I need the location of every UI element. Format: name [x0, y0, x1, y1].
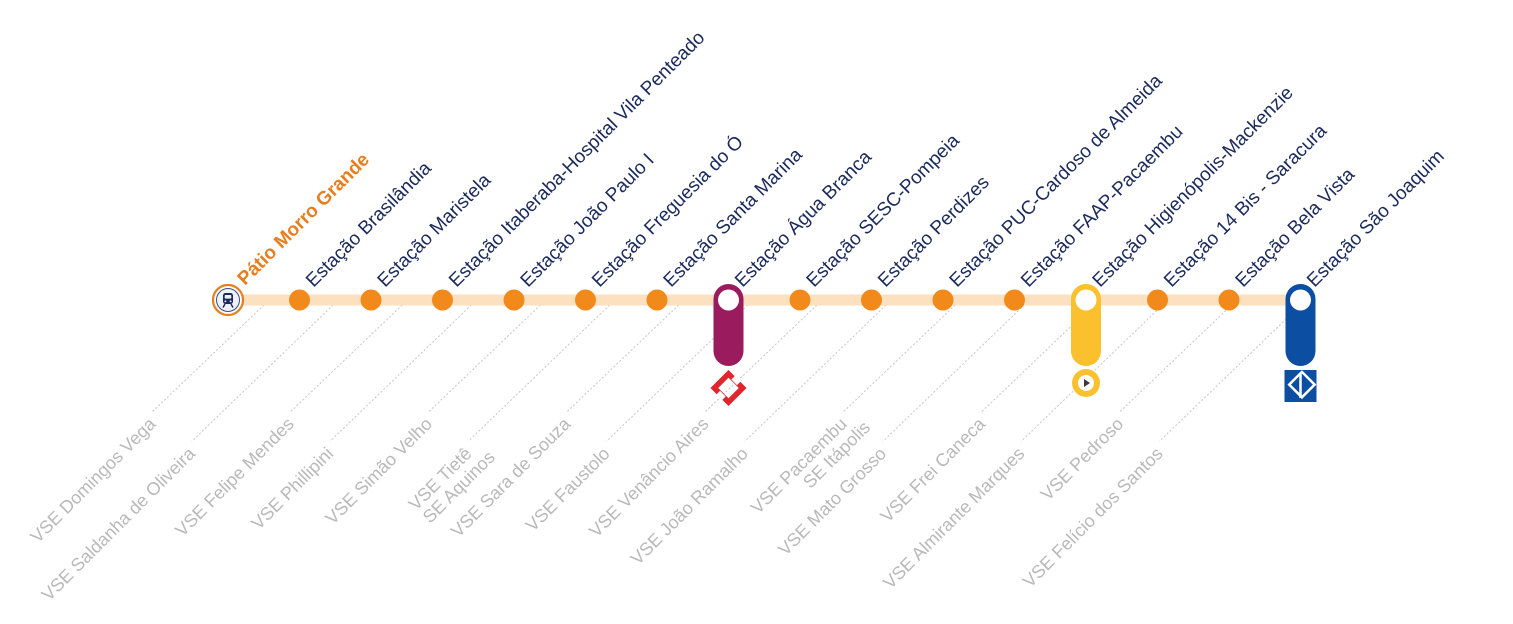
station-dot-13: [1147, 289, 1168, 311]
shaft-leader-3: [290, 304, 403, 413]
station-label-3: Estação Itaberaba-Hospital Vila Penteado: [445, 27, 709, 291]
station-markers: [211, 283, 1240, 317]
shaft-leader-14: [1020, 304, 1163, 442]
station-label-6: Estação Santa Marina: [660, 144, 807, 291]
shaft-leader-4: [329, 304, 472, 442]
station-dot-1: [289, 289, 310, 311]
shaft-label-14: VSE Almirante Marques: [879, 443, 1028, 592]
station-dot-3: [432, 289, 453, 311]
station-dot-8: [789, 289, 811, 311]
shaft-leader-2: [191, 304, 334, 442]
depot-marker: [211, 283, 245, 317]
shaft-leader-7: [566, 304, 680, 413]
cptm-diamond-icon: [710, 369, 747, 407]
station-label-1: Estação Brasilândia: [302, 158, 436, 292]
station-label-14: Estação Bela Vista: [1232, 164, 1360, 292]
train-depot-icon: [222, 293, 234, 308]
station-dot-6: [646, 289, 668, 311]
shaft-label-10: VSE João Ramalho: [627, 443, 752, 568]
station-label-7: Estação Água Branca: [731, 146, 876, 291]
shaft-label-3: VSE Felipe Mendes: [171, 414, 298, 541]
shaft-label-9: VSE Venâncio Aires: [585, 414, 712, 541]
station-label-4: Estação João Paulo I: [517, 150, 659, 292]
shaft-label-line: VSE João Ramalho: [627, 443, 752, 568]
transfer-station-7: [710, 284, 747, 407]
station-label-15: Estação São Joaquim: [1303, 146, 1449, 292]
station-dot-2: [360, 289, 382, 311]
station-dot-14: [1218, 289, 1240, 311]
shaft-label-line: VSE Domingos Vega: [27, 413, 161, 547]
shaft-label-line: VSE Felipe Mendes: [171, 414, 298, 541]
shaft-label-16: VSE Felício dos Santos: [1019, 443, 1167, 591]
transfer-station-15: [1284, 284, 1317, 402]
shaft-leader-6: [467, 304, 610, 442]
station-dot-4: [503, 289, 525, 311]
transfer-station-dot: [1290, 289, 1311, 311]
shaft-label-line: VSE Felício dos Santos: [1019, 443, 1167, 591]
depot-label: Pátio Morro Grande: [234, 149, 374, 289]
shaft-leader-1: [151, 304, 265, 413]
metro-sp-logo-icon: [1284, 370, 1317, 402]
shaft-leader-16: [1158, 304, 1302, 442]
station-dot-9: [861, 289, 882, 311]
shaft-leader-12: [882, 304, 1025, 442]
shaft-label-line: VSE Almirante Marques: [879, 443, 1028, 592]
station-dot-11: [1004, 289, 1025, 311]
shaft-leader-15: [1119, 304, 1232, 413]
transfer-station-dot: [718, 289, 739, 311]
transfer-station-12: [1071, 284, 1101, 397]
station-dot-10: [932, 289, 954, 311]
shaft-leader-10: [744, 304, 887, 442]
shaft-leader-11: [843, 304, 956, 413]
station-dot-5: [575, 289, 596, 311]
shaft-label-line: VSE Venâncio Aires: [585, 414, 712, 541]
viaquatro-line4-icon: [1072, 369, 1100, 397]
transfer-pills: [710, 284, 1317, 407]
shaft-leader-5: [428, 304, 541, 413]
shaft-label-1: VSE Domingos Vega: [27, 413, 161, 547]
transfer-station-dot: [1075, 289, 1097, 311]
